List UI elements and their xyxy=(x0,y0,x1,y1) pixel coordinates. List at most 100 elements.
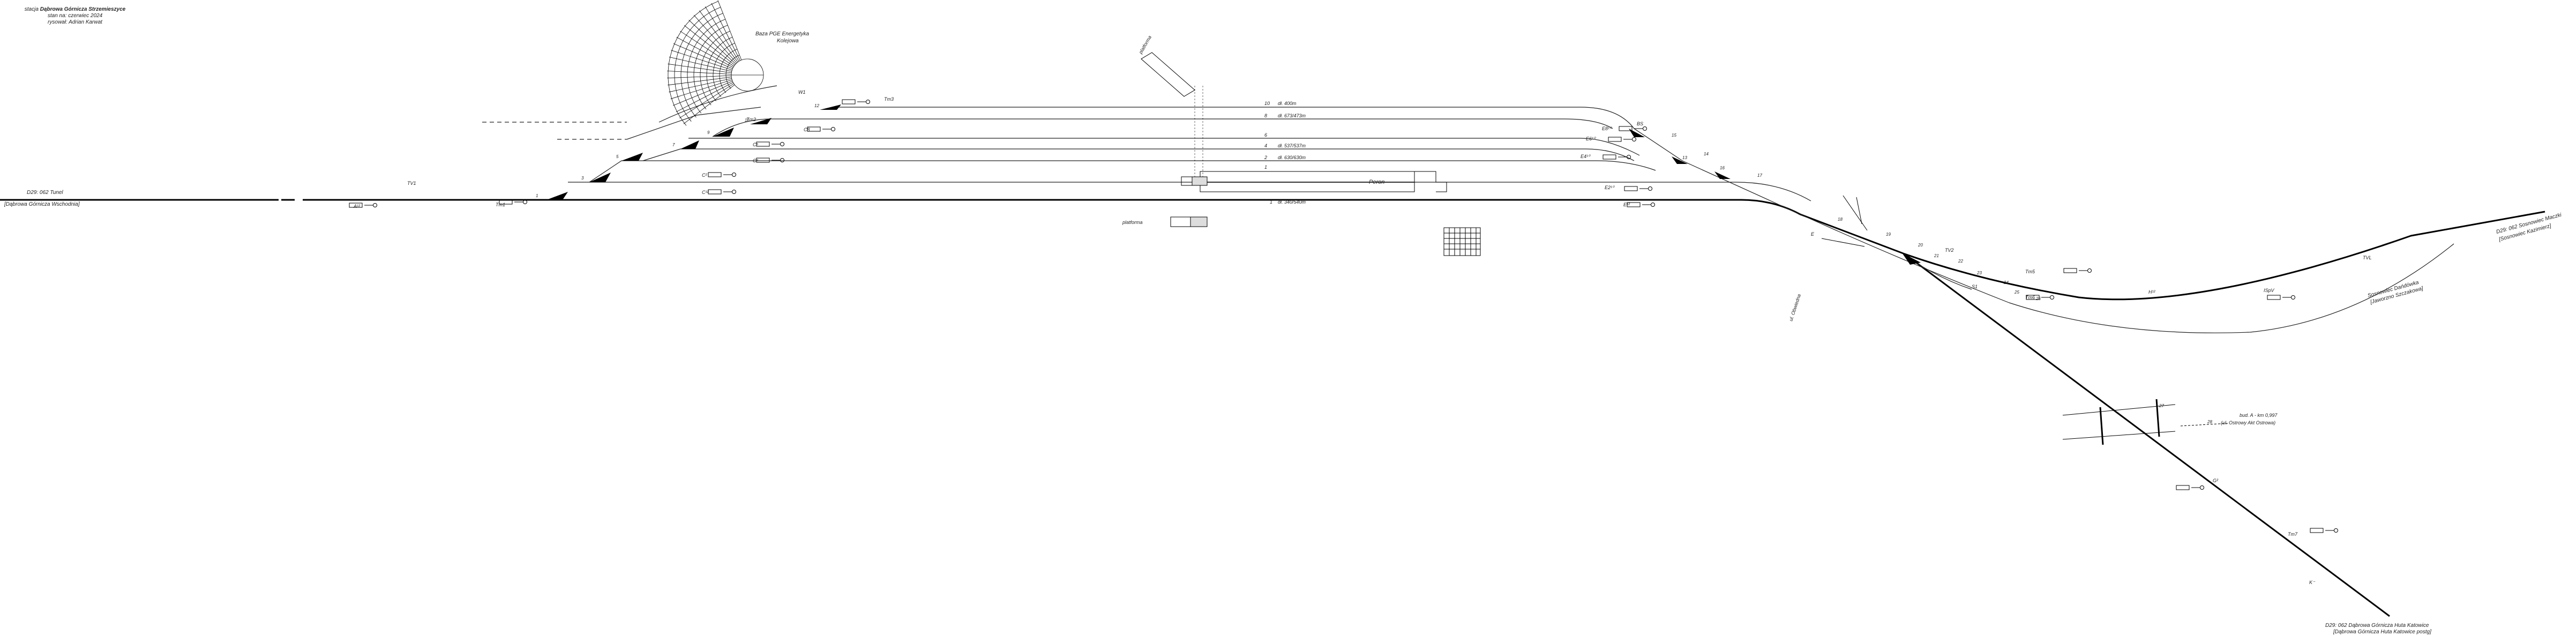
header-line2: stan na: czerwiec 2024 xyxy=(47,13,103,19)
yard-building xyxy=(1443,227,1481,256)
track-labels: 10 dł. 400m 8 dł. 673/473m 6 4 dł. 537/5… xyxy=(1264,101,1306,205)
fan-track xyxy=(669,56,732,72)
fan-arc xyxy=(706,36,733,101)
switch-number: 5 xyxy=(616,154,619,159)
switch-number: 19 xyxy=(1886,232,1891,237)
track-main-east xyxy=(1741,199,2545,301)
signal-c6-label: C⁶ xyxy=(753,142,758,147)
signal-e6-label: E6¹⁰ xyxy=(1586,136,1596,141)
track-4 xyxy=(642,148,1635,161)
signal-box xyxy=(842,99,856,104)
signal-g-label: G² xyxy=(2213,478,2219,483)
signal-head-icon xyxy=(523,200,527,204)
fan-track xyxy=(693,14,737,63)
signal-head-icon xyxy=(1648,186,1652,191)
signal-box xyxy=(2267,295,2281,300)
signal-tvl-label: TVL xyxy=(2363,255,2372,260)
signal-h-label: H¹² xyxy=(2148,289,2155,295)
track-1-len: dł. 340/540m xyxy=(1278,199,1306,205)
signal-box xyxy=(1608,137,1622,142)
fan-track xyxy=(683,84,735,124)
signal-box xyxy=(1624,186,1638,191)
signal-tv2-label: TV2 xyxy=(1945,248,1954,253)
track-2-num: 2 xyxy=(1264,155,1267,160)
signal-head-icon xyxy=(780,142,784,146)
southeast-sidings xyxy=(1821,195,2229,445)
track-10-num: 10 xyxy=(1264,101,1270,106)
fan-arc xyxy=(687,19,725,114)
signal-head-icon xyxy=(831,127,835,131)
signal-head-icon xyxy=(2291,295,2295,300)
signal-glyphs xyxy=(349,99,2338,533)
switch-number: 14 xyxy=(1704,152,1709,156)
signal-bs-label: BS xyxy=(1637,121,1643,126)
switch-number: 25 xyxy=(2014,290,2019,295)
switch-number: 20 xyxy=(1918,243,1923,248)
track-4-num: 4 xyxy=(1264,143,1267,148)
station-tracks xyxy=(482,85,2454,333)
signal-tv1-label: TV1 xyxy=(407,181,416,186)
fan-arc xyxy=(719,49,738,93)
fan-track xyxy=(669,78,732,93)
signal-ispv-label: ISpV xyxy=(2264,288,2275,293)
fan-track xyxy=(717,0,742,61)
signal-box xyxy=(2310,528,2324,533)
ramp-top xyxy=(1141,52,1195,97)
signal-box xyxy=(1619,126,1633,131)
fan-arc xyxy=(668,1,718,126)
signal-e-label: E xyxy=(1811,231,1815,237)
signal-head-icon xyxy=(2050,295,2054,300)
signal-tm2-label: Tm2 xyxy=(746,117,756,122)
track-2 xyxy=(589,160,1656,183)
switch-number: 22 xyxy=(1958,259,1963,264)
switch-number: 12 xyxy=(814,103,819,108)
switch-number: 13 xyxy=(1682,155,1687,160)
switch-number: 3 xyxy=(581,176,584,181)
signal-box xyxy=(756,141,770,147)
switch-number: 28 xyxy=(2207,420,2212,424)
signal-head-icon xyxy=(1651,203,1655,207)
fan-track xyxy=(671,50,732,71)
switch-markers xyxy=(546,104,1921,265)
signal-head-icon xyxy=(2200,485,2204,490)
signal-head-icon xyxy=(2334,528,2338,533)
siding-note-2: (ul. Ostrowy Akt Ostrowa) xyxy=(2221,420,2275,425)
fan-track xyxy=(699,10,738,63)
signal-box xyxy=(708,172,722,177)
signal-box xyxy=(2063,268,2077,273)
fan-track xyxy=(667,75,732,79)
west-station-label: [Dąbrowa Górnicza Wschodnia] xyxy=(4,201,80,207)
track-main-southeast xyxy=(1904,253,2390,617)
track-10-len: dł. 400m xyxy=(1278,101,1297,106)
switch-number: 15 xyxy=(1672,133,1676,138)
platform-group xyxy=(1141,52,1481,256)
signal-c1-label: C¹² xyxy=(702,190,709,195)
track-8-num: 8 xyxy=(1264,113,1267,118)
fan-track xyxy=(670,79,732,99)
fan-arc xyxy=(680,13,723,118)
switch-number: 23 xyxy=(1976,271,1982,275)
fan-track xyxy=(668,63,732,73)
switch-number: 7 xyxy=(672,143,675,147)
switch-number: 1 xyxy=(536,193,538,198)
signals: A¹² C¹² C² C⁴ C⁶ C8 E8¹⁰ E6¹⁰ E4¹⁰ E2¹⁰ … xyxy=(353,89,2372,585)
fan-track xyxy=(711,3,740,61)
fan-arc xyxy=(674,7,721,122)
road-label: ul. Obwiedna xyxy=(1788,294,1802,322)
southeast-station-label: [Dąbrowa Górnicza Huta Katowice postg] xyxy=(2333,629,2431,635)
fan-track xyxy=(673,81,733,106)
switch-number: 9 xyxy=(707,130,710,135)
fan-track xyxy=(668,77,732,86)
signal-e2-label: E2¹⁰ xyxy=(1605,185,1615,190)
fan-track xyxy=(684,25,735,65)
signal-head-icon xyxy=(732,173,736,177)
signal-c8-label: C8 xyxy=(804,127,810,132)
signal-head-icon xyxy=(866,100,870,104)
track-2-len: dł. 630/630m xyxy=(1278,155,1306,160)
track-6-num: 6 xyxy=(1264,132,1267,138)
fan-arc xyxy=(725,55,740,89)
fan-arc xyxy=(693,25,728,109)
switch-number: 18 xyxy=(1838,217,1843,222)
signal-head-icon xyxy=(2087,268,2092,273)
